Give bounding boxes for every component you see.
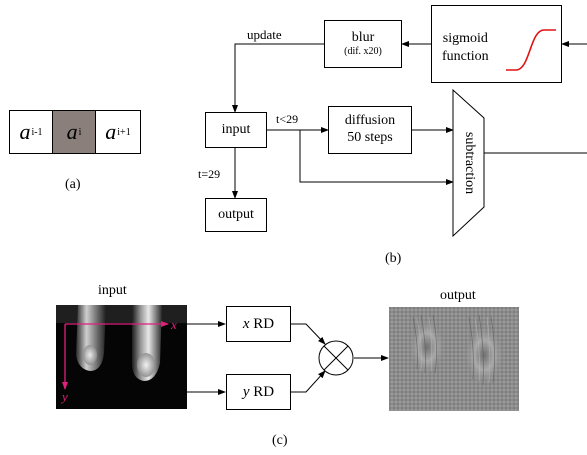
- sigmoid-box: sigmoid function: [431, 5, 562, 83]
- arrow-x-rd-to-mult: [291, 323, 326, 345]
- sigmoid-label-line1: sigmoid: [442, 31, 488, 46]
- input-box: input: [205, 112, 267, 148]
- update-label: update: [247, 27, 282, 42]
- sigmoid-curve: [506, 29, 556, 71]
- blur-sublabel: (dif. x20): [344, 46, 382, 58]
- caption-a: (a): [65, 177, 81, 192]
- subtraction-block: [452, 88, 485, 238]
- t-less-label: t<29: [276, 112, 299, 126]
- axis-y-label: y: [62, 389, 68, 404]
- caption-b: (b): [385, 251, 402, 266]
- y-rd-text: RD: [253, 383, 275, 400]
- input-image: [56, 305, 187, 409]
- sigmoid-curve-icon: [506, 29, 556, 71]
- arrow-input-to-subtraction: [299, 130, 454, 185]
- output-image-label: output: [440, 288, 476, 303]
- diffusion-box: diffusion 50 steps: [328, 106, 412, 154]
- x-rd-var: x: [242, 315, 250, 332]
- cell-right-base: a: [105, 119, 117, 144]
- cell-left-base: a: [19, 119, 31, 144]
- multiply-icon: [318, 340, 354, 376]
- output-box: output: [205, 198, 267, 232]
- cell-right-sub: i+1: [117, 126, 131, 138]
- diffusion-label-line2: 50 steps: [347, 130, 393, 145]
- x-rd-text: RD: [253, 315, 275, 332]
- subtraction-label: subtraction: [462, 131, 477, 195]
- t-equal-label: t=29: [198, 167, 221, 181]
- x-rd-box: x RD: [226, 306, 291, 342]
- axis-x-label: x: [171, 317, 177, 332]
- y-rd-box: y RD: [226, 374, 291, 410]
- y-rd-var: y: [242, 383, 250, 400]
- cell-center-base: a: [66, 119, 78, 144]
- sigmoid-label: sigmoid function: [442, 30, 489, 65]
- output-image: [389, 307, 519, 411]
- blur-box: blur (dif. x20): [324, 20, 402, 68]
- arrow-y-rd-to-mult: [291, 370, 326, 393]
- input-image-label: input: [98, 283, 127, 298]
- arrow-update-to-input: [232, 43, 324, 113]
- sigmoid-label-line2: function: [442, 48, 489, 64]
- caption-c: (c): [272, 433, 288, 448]
- cell-center-sub: i: [78, 126, 82, 138]
- input-box-label: input: [221, 122, 251, 137]
- cell-left-sub: i-1: [31, 126, 43, 138]
- blur-label: blur: [351, 29, 375, 45]
- output-box-label: output: [218, 207, 254, 222]
- diffusion-label-line1: diffusion: [344, 113, 396, 129]
